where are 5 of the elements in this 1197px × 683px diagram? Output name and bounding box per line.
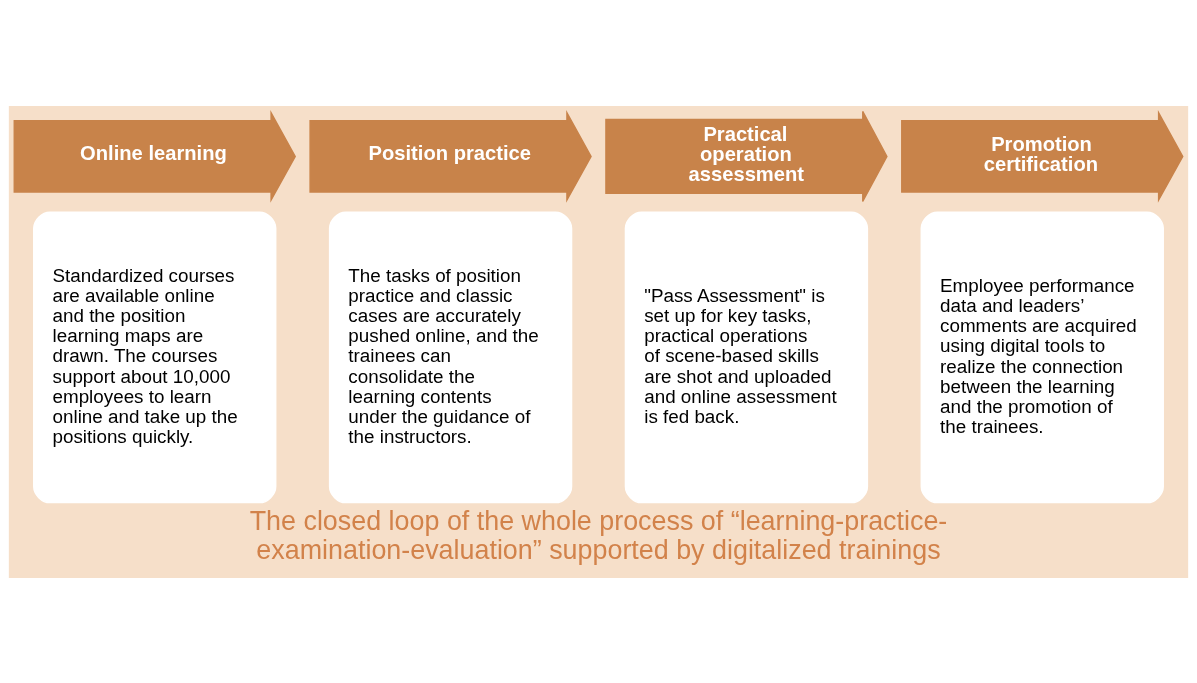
- node-box: The tasks of position practice and classic cases are accurately pushed online, and the trainees can consolidate the learning contents under the guidance of the instructors.: [328, 211, 573, 503]
- node-box: Standardized courses are available online and the position learning maps are drawn. The courses support about 10,000 employees to learn online and take up the positions quickly.: [33, 211, 277, 503]
- caption: The closed loop of the whole process of “learning-practice-examination-evaluation” supported by digitalized trainings: [249, 505, 948, 565]
- node-box: "Pass Assessment" is set up for key tasks, practical operations of scene-based skills are shot and uploaded and online assessment is fed back.: [624, 211, 869, 503]
- node-box: Employee performance data and leaders’ comments are acquired using digital tools to realize the connection between the learning and the promotion of the trainees.: [920, 211, 1164, 503]
